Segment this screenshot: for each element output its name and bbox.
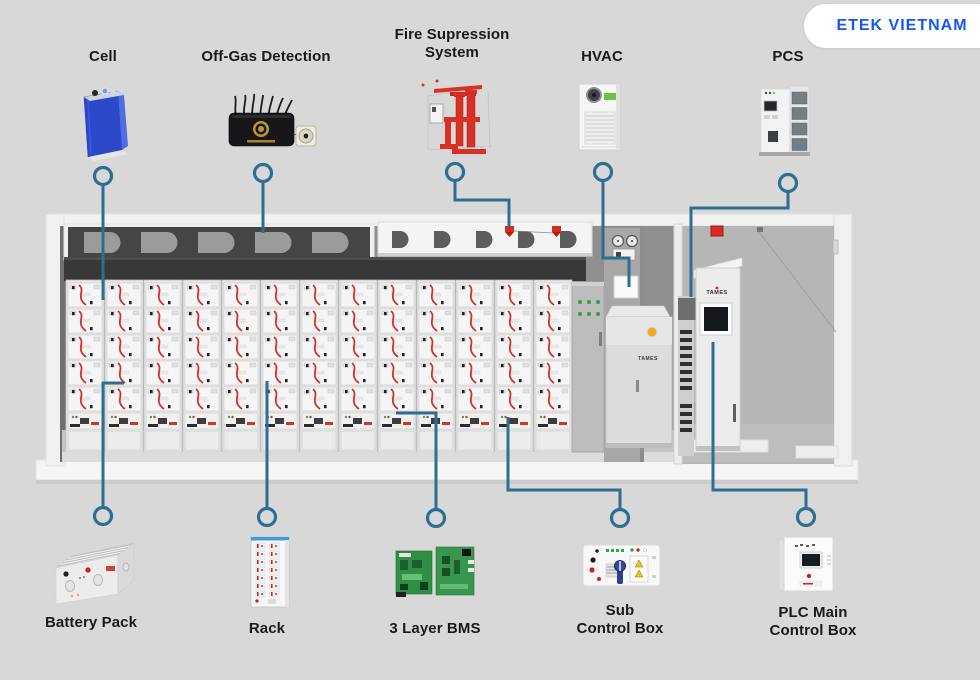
bms-icon (395, 546, 475, 597)
label-hvac: HVAC (581, 48, 623, 65)
fire-nozzle-icon (505, 226, 514, 237)
label-battery-pack: Battery Pack (44, 614, 138, 631)
hvac-icon (578, 83, 621, 151)
node-plc (795, 506, 817, 528)
battery-rack (534, 280, 572, 452)
connector-hvac (601, 181, 631, 287)
battery-rack (144, 280, 182, 452)
rack-icon (250, 536, 290, 608)
battery-rack (378, 280, 416, 452)
cabinet-logo: TAMES (638, 356, 658, 362)
battery-rack (222, 280, 260, 452)
connector-nodes (92, 161, 817, 529)
connector-bms (396, 411, 438, 509)
label-fire-supression-system: Fire Supression System (394, 26, 510, 61)
fire-nozzle-icon (552, 226, 561, 237)
label-plc-main-control-box: PLC Main Control Box (769, 604, 857, 639)
battery-rack (66, 280, 104, 452)
pcs-icon (759, 85, 810, 156)
connector-fire (453, 181, 511, 227)
node-cell (92, 165, 114, 187)
fire-duct (377, 221, 593, 257)
alarm-box-icon (710, 225, 724, 237)
connector-sub-control (506, 417, 622, 509)
battery-rack (339, 280, 377, 452)
logo-dot-icon (646, 326, 658, 338)
combiner-cabinet (571, 281, 605, 453)
battery-rack (183, 280, 221, 452)
node-fire (444, 161, 466, 183)
battery-pack-icon (55, 542, 135, 605)
connector-battery-pack (101, 381, 124, 507)
cell-icon (83, 87, 128, 161)
connector-pcs (689, 192, 790, 297)
label-rack: Rack (248, 620, 286, 637)
battery-rack (300, 280, 338, 452)
node-sub-control (609, 507, 631, 529)
cabinet-logo: TAMES (706, 290, 727, 296)
label-off-gas-detection: Off-Gas Detection (201, 48, 331, 65)
label-3-layer-bms: 3 Layer BMS (389, 620, 481, 637)
rack-cable-tray (64, 257, 586, 281)
node-battery-pack (92, 505, 114, 527)
brand-badge-label: ETEK VIETNAM (836, 17, 968, 34)
left-cable-duct (63, 223, 375, 261)
node-pcs (777, 172, 799, 194)
pcs-cabinet-interior: TAMES (678, 257, 743, 456)
label-sub-control-box: Sub Control Box (576, 602, 664, 637)
node-rack (256, 506, 278, 528)
label-cell: Cell (89, 48, 117, 65)
node-hvac (592, 161, 614, 183)
hvac-interior-panel (613, 275, 639, 299)
off-gas-detection-icon (228, 93, 317, 147)
connector-lines (101, 181, 808, 509)
sub-control-box-icon (582, 544, 661, 587)
container-illustration: TAMES TAMES (35, 213, 859, 484)
node-bms (425, 507, 447, 529)
battery-rack (456, 280, 494, 452)
battery-rack (495, 280, 533, 452)
label-pcs: PCS (772, 48, 804, 65)
fire-supression-system-icon (421, 79, 493, 154)
brand-badge: ETEK VIETNAM (804, 4, 980, 48)
sub-control-cabinet: TAMES (605, 305, 673, 448)
node-off-gas (252, 162, 274, 184)
battery-rack (105, 280, 143, 452)
connector-plc (711, 342, 808, 508)
plc-main-control-box-icon (778, 536, 834, 594)
battery-rack-row (66, 280, 572, 452)
